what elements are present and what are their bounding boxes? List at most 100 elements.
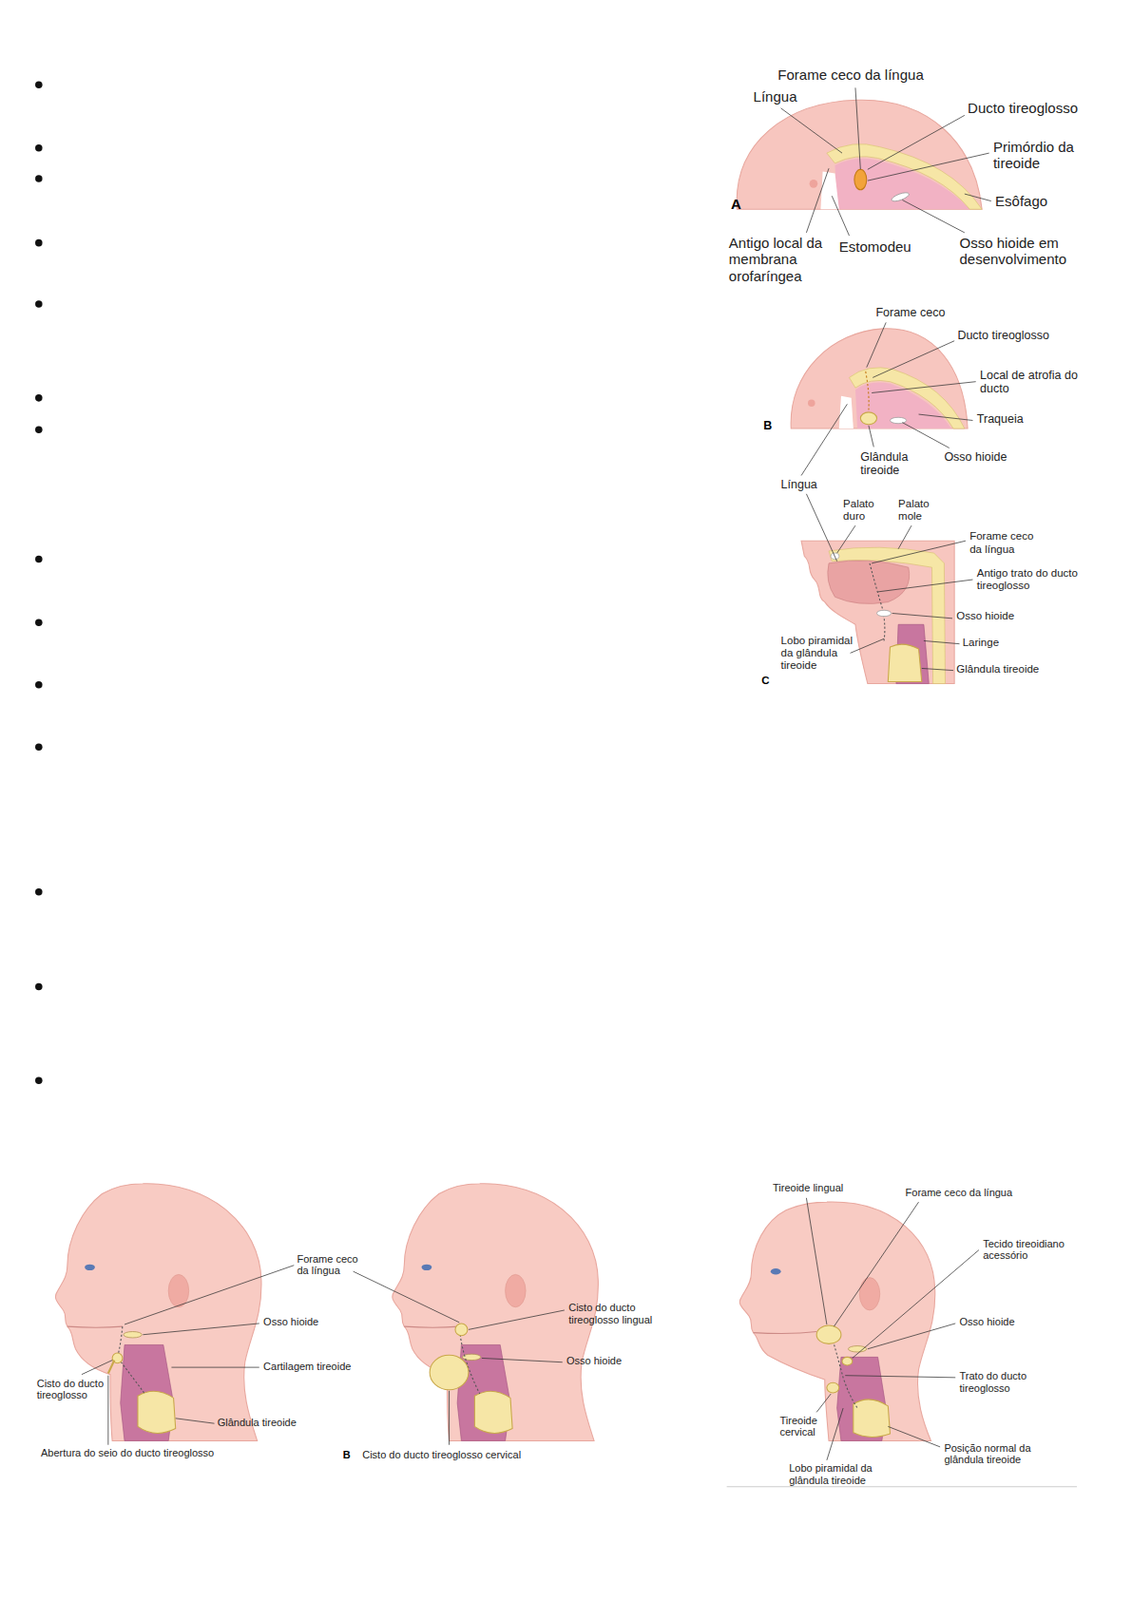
bullet-dot xyxy=(35,556,43,564)
leader-line xyxy=(353,1271,461,1324)
part-label: Osso hioide em desenvolvimento xyxy=(959,234,1094,269)
part-label: Forame ceco da língua xyxy=(969,530,1041,556)
head-profile xyxy=(108,1361,115,1375)
head-profile xyxy=(392,1184,599,1442)
bullet-dot xyxy=(35,394,43,403)
leader-line xyxy=(867,153,990,181)
part-label: Laringe xyxy=(962,636,1024,650)
part-label: Glândula tireoide xyxy=(217,1417,320,1430)
leader-line xyxy=(124,1266,294,1325)
bullet-dot xyxy=(35,144,43,153)
head-profile xyxy=(739,1202,936,1441)
leader-line xyxy=(833,1202,919,1327)
figure-letter: B xyxy=(763,419,780,433)
leader-line xyxy=(816,1394,831,1413)
leader-line xyxy=(81,87,992,1460)
part-label: Ducto tireoglosso xyxy=(957,328,1080,343)
head-profile xyxy=(84,1265,96,1271)
part-label: Cartilagem tireoide xyxy=(263,1361,376,1374)
leader-line xyxy=(868,425,874,448)
embryo-figure xyxy=(820,171,839,210)
bullet-dot xyxy=(35,983,43,992)
bullet-dot xyxy=(35,300,43,308)
embryo-figure xyxy=(790,328,968,429)
part-label: Palato mole xyxy=(898,498,941,523)
leader-line xyxy=(921,668,954,671)
embryo-figure xyxy=(849,367,965,429)
leader-line xyxy=(805,1198,826,1325)
leader-line xyxy=(781,108,843,154)
part-label: Antigo local da membrana orofaríngea xyxy=(729,234,826,285)
part-label: Estomodeu xyxy=(839,238,932,255)
head-profile xyxy=(168,1274,189,1307)
leader-line xyxy=(107,1376,109,1446)
head-profile xyxy=(137,1391,176,1434)
leader-line xyxy=(826,1408,844,1461)
bullet-dot xyxy=(35,618,43,627)
head-profile xyxy=(505,1274,526,1307)
part-label: Esôfago xyxy=(995,192,1073,210)
embryo-figure xyxy=(839,396,854,429)
leader-line xyxy=(871,382,977,394)
embryo-figure xyxy=(790,328,968,429)
leader-line xyxy=(867,115,965,170)
embryo-figure xyxy=(860,412,877,425)
leader-line xyxy=(866,322,886,367)
embryo-figure xyxy=(809,179,819,189)
part-label: Osso hioide xyxy=(956,610,1038,623)
head-profile xyxy=(123,1332,142,1339)
part-label: Trato do ducto tireoglosso xyxy=(959,1370,1042,1395)
part-label: Lobo piramidal da glândula tireoide xyxy=(781,634,864,673)
leader-line xyxy=(867,1323,956,1350)
head-profile xyxy=(826,1382,840,1394)
part-label: Língua xyxy=(781,478,843,492)
head-profile xyxy=(831,1337,858,1409)
bullet-dot xyxy=(35,681,43,690)
figure-letter: B xyxy=(343,1449,358,1462)
leader-line xyxy=(901,200,965,233)
bullet-dot xyxy=(35,80,43,89)
head-profile xyxy=(429,1355,469,1391)
figure-letter: A xyxy=(730,195,752,212)
leader-line xyxy=(142,1323,259,1336)
leader-line xyxy=(801,403,847,476)
leader-line xyxy=(175,1419,215,1424)
embryo-figure xyxy=(854,169,867,190)
head-profile xyxy=(474,1391,513,1434)
part-label: Cisto do ducto tireoglosso xyxy=(37,1378,111,1402)
leader-line xyxy=(964,193,992,202)
part-label: Cisto do ducto tireoglosso cervical xyxy=(362,1449,577,1462)
part-label: Tireoide lingual xyxy=(772,1182,875,1195)
part-label: Osso hioide xyxy=(959,1316,1037,1329)
part-label: Osso hioide xyxy=(566,1355,644,1368)
leader-line xyxy=(831,195,849,236)
part-label: Traqueia xyxy=(977,412,1049,426)
bullet-dot xyxy=(35,80,43,1085)
part-label: Forame ceco da língua xyxy=(297,1253,362,1278)
head-profile xyxy=(853,1400,891,1439)
part-label: Lobo piramidal da glândula tireoide xyxy=(788,1462,897,1487)
leader-line xyxy=(878,579,974,593)
part-label: Osso hioide xyxy=(263,1316,341,1329)
part-label: Glândula tireoide xyxy=(860,450,921,479)
leader-line xyxy=(898,525,912,550)
head-profile xyxy=(847,1346,866,1353)
head-profile xyxy=(55,1184,262,1442)
part-label: Língua xyxy=(753,88,815,105)
leader-line xyxy=(468,1310,565,1330)
head-profile xyxy=(403,1326,460,1328)
head-profile xyxy=(859,1278,880,1311)
leader-line xyxy=(850,638,884,653)
part-label: Ducto tireoglosso xyxy=(967,99,1095,116)
head-profile xyxy=(770,1268,782,1275)
leader-line xyxy=(837,525,856,554)
bullet-dot xyxy=(35,888,43,897)
leader-line xyxy=(919,414,974,421)
part-label: Cisto do ducto tireoglosso lingual xyxy=(568,1302,671,1326)
leader-line xyxy=(923,640,960,644)
head-profile xyxy=(816,1325,842,1344)
leader-line xyxy=(871,540,966,564)
leader-line xyxy=(805,168,829,233)
embryo-figure xyxy=(889,417,906,423)
